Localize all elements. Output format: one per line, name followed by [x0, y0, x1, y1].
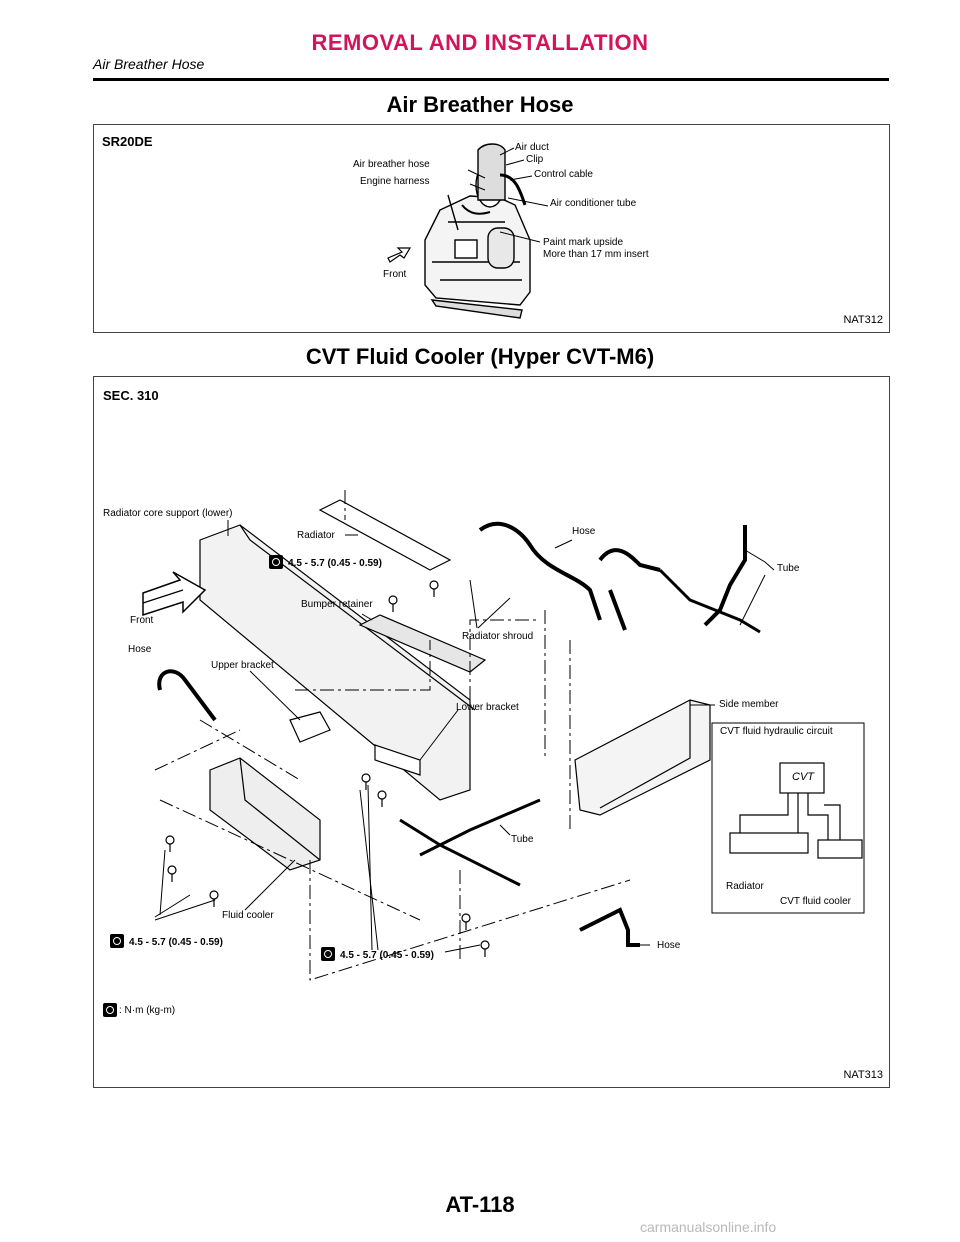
label-bumper-retainer: Bumper retainer [301, 599, 373, 610]
label-cvt: CVT [792, 771, 814, 783]
page-number: AT-118 [445, 1192, 515, 1217]
label-paint-mark: Paint mark upside [543, 237, 624, 248]
label-engine-harness: Engine harness [360, 176, 430, 187]
label-torque-top: 4.5 - 5.7 (0.45 - 0.59) [288, 558, 382, 569]
page-header-title: REMOVAL AND INSTALLATION [311, 30, 649, 55]
figure-code-2: NAT313 [843, 1069, 883, 1081]
label-front: Front [383, 269, 407, 280]
label-lower-bracket: Lower bracket [456, 702, 519, 713]
section-title-air-breather-hose: Air Breather Hose [386, 92, 574, 117]
label-radiator-shroud: Radiator shroud [462, 631, 534, 642]
section-title-cvt-fluid-cooler: CVT Fluid Cooler (Hyper CVT-M6) [305, 344, 655, 369]
label-unit-legend: : N·m (kg-m) [119, 1005, 176, 1016]
header-divider [93, 78, 889, 81]
label-cvt-hydraulic-circuit: CVT fluid hydraulic circuit [720, 726, 833, 737]
torque-wrench-icon-legend [103, 1003, 117, 1017]
label-clip: Clip [526, 154, 544, 165]
label-front-2: Front [130, 615, 154, 626]
label-tube-mid: Tube [511, 834, 534, 845]
section-reference: SEC. 310 [103, 388, 159, 403]
page-header-subtitle: Air Breather Hose [93, 56, 205, 72]
label-air-duct: Air duct [515, 142, 549, 153]
label-tube-right: Tube [777, 563, 800, 574]
label-hose-top: Hose [572, 526, 596, 537]
label-air-conditioner-tube: Air conditioner tube [550, 198, 637, 209]
label-air-breather-hose: Air breather hose [353, 159, 430, 170]
label-hose-left: Hose [128, 644, 152, 655]
label-fluid-cooler: Fluid cooler [222, 910, 274, 921]
label-insert-depth: More than 17 mm insert [543, 249, 649, 260]
torque-wrench-icon-left [110, 934, 124, 948]
label-upper-bracket: Upper bracket [211, 660, 274, 671]
label-control-cable: Control cable [534, 169, 593, 180]
label-radiator-inset: Radiator [726, 881, 764, 892]
torque-wrench-icon [269, 555, 283, 569]
torque-wrench-icon-mid [321, 947, 335, 961]
label-hose-bottom: Hose [657, 940, 681, 951]
figure-code: NAT312 [843, 314, 883, 326]
label-radiator-core-support: Radiator core support (lower) [103, 508, 233, 519]
label-cvt-fluid-cooler: CVT fluid cooler [780, 896, 851, 907]
label-side-member: Side member [719, 699, 779, 710]
watermark: carmanualsonline.info [640, 1219, 777, 1235]
engine-code: SR20DE [102, 134, 153, 149]
label-radiator: Radiator [297, 530, 335, 541]
label-torque-mid: 4.5 - 5.7 (0.45 - 0.59) [340, 950, 434, 961]
label-torque-left: 4.5 - 5.7 (0.45 - 0.59) [129, 937, 223, 948]
